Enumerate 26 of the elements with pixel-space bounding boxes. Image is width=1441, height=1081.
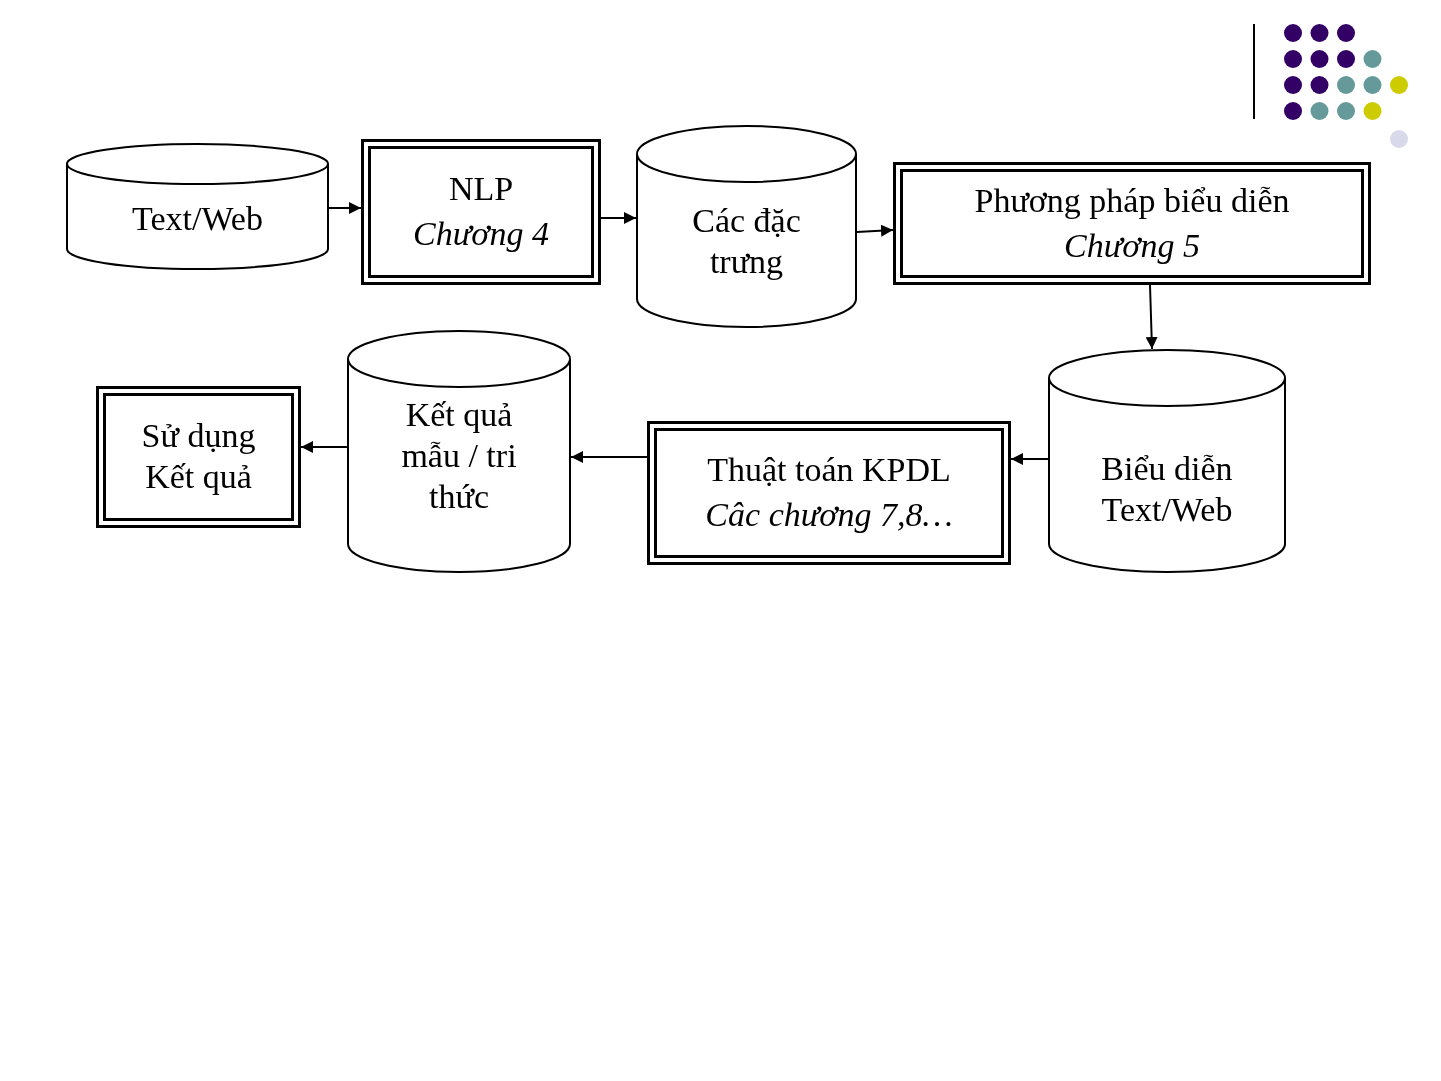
node-label: NLP xyxy=(448,169,514,210)
process-box xyxy=(96,386,301,528)
database-cylinder xyxy=(636,125,857,328)
node-label: Kết quả mẫu / tri thức xyxy=(400,395,518,517)
arrow xyxy=(1145,284,1158,350)
chapter-note: Chương 4 xyxy=(413,214,549,254)
database-cylinder xyxy=(1048,349,1286,573)
arrow xyxy=(600,212,637,224)
process-box xyxy=(361,139,601,285)
chapter-note: Câc chương 7,8… xyxy=(705,495,953,535)
arrow xyxy=(1010,453,1049,465)
node-label: Thuật toán KPDL xyxy=(707,450,951,491)
node-label: Biểu diễn Text/Web xyxy=(1100,449,1234,530)
arrow xyxy=(328,202,362,214)
arrow xyxy=(856,224,894,237)
node-label: Các đặc trưng xyxy=(691,200,802,282)
process-box xyxy=(647,421,1011,565)
database-cylinder xyxy=(347,330,571,573)
chapter-note: Chương 5 xyxy=(1064,225,1200,266)
node-label: Sử dụng Kết quả xyxy=(140,416,257,497)
node-label: Text/Web xyxy=(132,199,263,240)
database-cylinder xyxy=(66,143,329,270)
arrow xyxy=(300,441,348,453)
process-box xyxy=(893,162,1371,285)
node-label: Phương pháp biểu diễn xyxy=(974,180,1290,221)
arrow xyxy=(570,451,648,463)
